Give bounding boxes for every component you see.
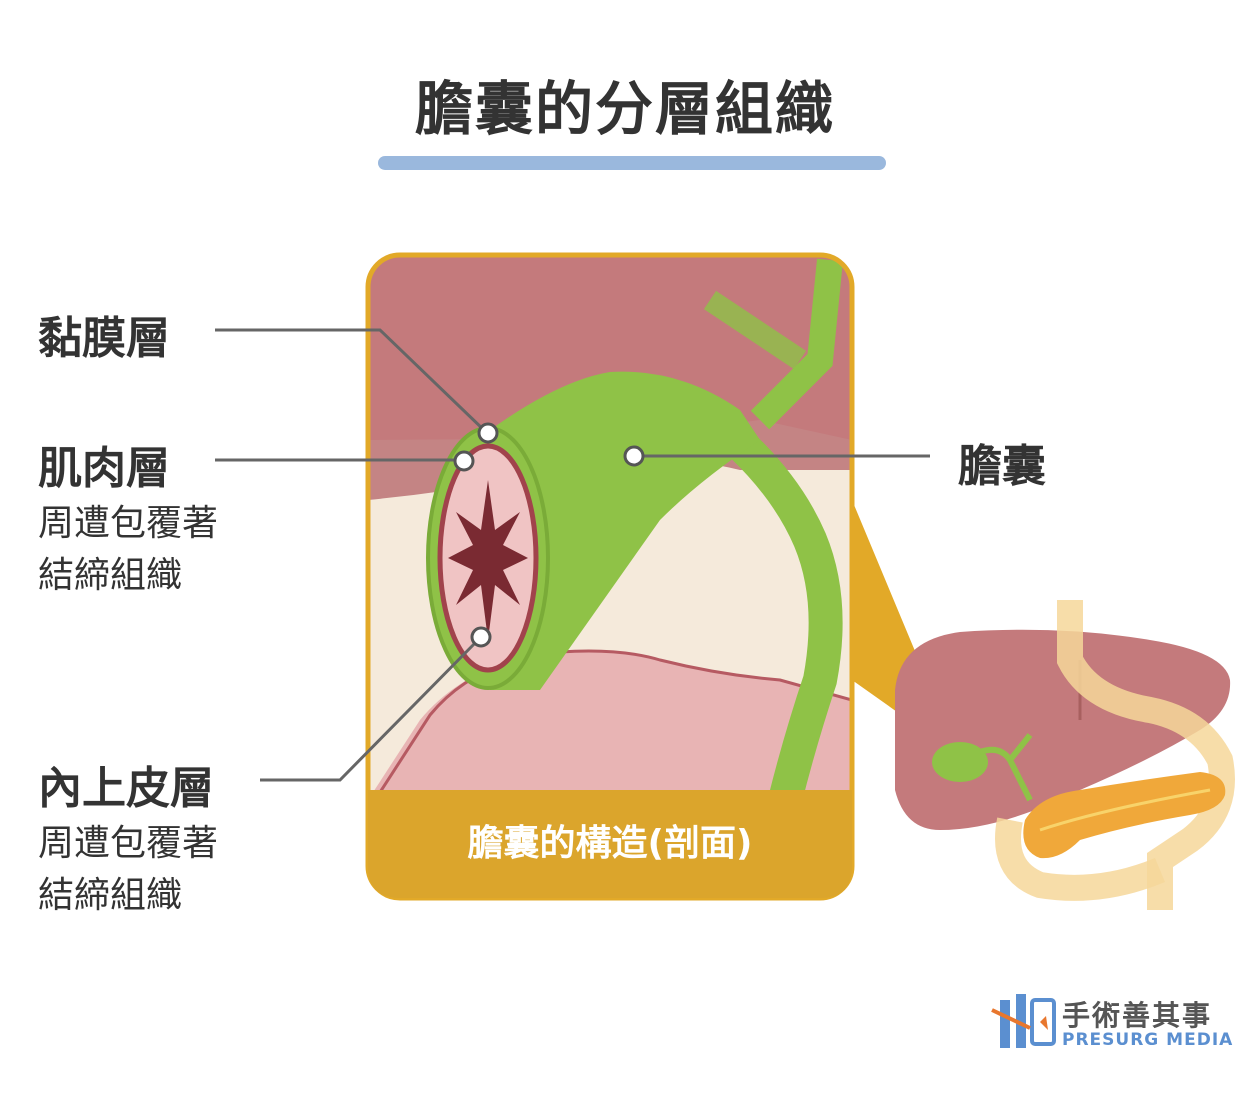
epithelium-desc-line2: 結締組織 bbox=[38, 875, 183, 916]
organ-overview bbox=[895, 600, 1235, 910]
mucosa-marker bbox=[477, 422, 499, 444]
logo-name: 手術善其事 bbox=[1062, 999, 1213, 1032]
muscle-desc-line1: 周遭包覆著 bbox=[38, 503, 219, 544]
gallbladder-label: 膽囊 bbox=[958, 441, 1046, 492]
gallbladder-body bbox=[490, 371, 760, 690]
pancreatic-duct bbox=[1039, 788, 1211, 832]
gallbladder-marker bbox=[623, 445, 645, 467]
bile-duct-branch bbox=[703, 290, 807, 370]
epithelium-marker bbox=[470, 626, 492, 648]
duodenum bbox=[1057, 600, 1235, 910]
lumen bbox=[448, 480, 528, 640]
epithelium-desc-line1: 周遭包覆著 bbox=[38, 823, 219, 864]
pancreas bbox=[1023, 772, 1226, 859]
bile-duct-upper bbox=[750, 258, 843, 430]
caption-band bbox=[368, 790, 852, 898]
logo-subtitle: PRESURG MEDIA bbox=[1062, 1030, 1234, 1050]
epithelium-leader bbox=[260, 636, 482, 782]
mucosa-leader bbox=[215, 328, 488, 434]
muscle-marker bbox=[453, 450, 475, 472]
bile-duct bbox=[689, 396, 843, 805]
page-title: 膽囊的分層組織 bbox=[414, 75, 835, 143]
small-bile-duct bbox=[979, 733, 1033, 802]
muscle-label: 肌肉層 bbox=[38, 443, 170, 494]
section-caption: 膽囊的構造(剖面) bbox=[467, 823, 753, 864]
duodenum-lower bbox=[995, 817, 1165, 901]
title-underline bbox=[378, 156, 886, 170]
small-gallbladder bbox=[932, 742, 988, 782]
liver bbox=[895, 629, 1231, 830]
epithelium-label: 內上皮層 bbox=[38, 763, 214, 814]
muscle-desc-line2: 結締組織 bbox=[38, 555, 183, 596]
presurg-logo-icon bbox=[991, 994, 1056, 1048]
zoom-beam bbox=[852, 500, 965, 760]
mucosa-label: 黏膜層 bbox=[38, 313, 170, 364]
